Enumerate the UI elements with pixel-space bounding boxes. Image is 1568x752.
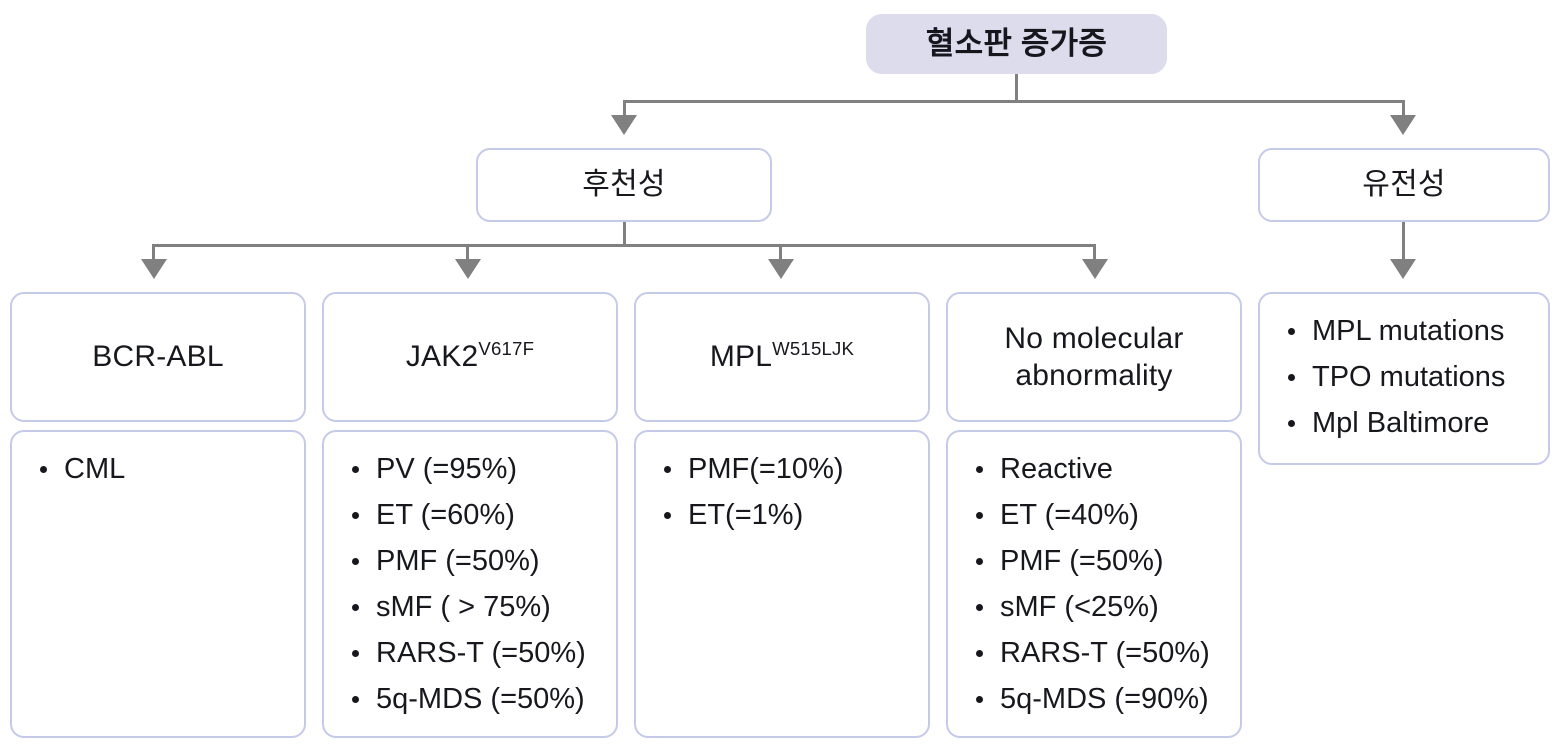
list-item: ET(=1%) <box>658 492 918 538</box>
list-item: Mpl Baltimore <box>1282 400 1538 446</box>
list-item: MPL mutations <box>1282 308 1538 354</box>
node-label-base: JAK2 <box>405 340 479 374</box>
list-item: RARS-T (=50%) <box>970 630 1230 676</box>
list-bcr-abl[interactable]: CML <box>10 430 306 738</box>
list-item: RARS-T (=50%) <box>346 630 606 676</box>
node-acquired[interactable]: 후천성 <box>476 148 772 222</box>
arrow-to-hereditary-list <box>1390 259 1416 279</box>
list-item: TPO mutations <box>1282 354 1538 400</box>
arrow-to-acquired <box>611 115 637 135</box>
connector-root-drop-right <box>1402 100 1405 118</box>
node-bcr-abl[interactable]: BCR-ABL <box>10 292 306 422</box>
list-no-molecular-abnormality[interactable]: Reactive ET (=40%) PMF (=50%) sMF (<25%)… <box>946 430 1242 738</box>
arrow-to-jak2 <box>455 259 481 279</box>
list-item: CML <box>34 446 294 492</box>
arrow-to-mpl <box>768 259 794 279</box>
node-label: 후천성 <box>582 168 666 202</box>
list-items: Reactive ET (=40%) PMF (=50%) sMF (<25%)… <box>970 446 1230 722</box>
list-jak2[interactable]: PV (=95%) ET (=60%) PMF (=50%) sMF ( > 7… <box>322 430 618 738</box>
node-thrombocytosis-root[interactable]: 혈소판 증가증 <box>866 14 1167 74</box>
node-label-base: BCR-ABL <box>92 340 224 374</box>
list-item: ET (=60%) <box>346 492 606 538</box>
connector-root-stem <box>1015 74 1018 102</box>
connector-acquired-drop-2 <box>466 244 469 262</box>
connector-root-horizontal <box>623 100 1405 103</box>
list-items: MPL mutations TPO mutations Mpl Baltimor… <box>1282 308 1538 446</box>
connector-acquired-drop-4 <box>1093 244 1096 262</box>
node-label: 혈소판 증가증 <box>925 25 1108 61</box>
node-label: BCR-ABL <box>92 338 223 376</box>
node-label-superscript: V617F <box>478 338 535 360</box>
node-label-base: MPL <box>709 340 773 374</box>
list-items: CML <box>34 446 294 492</box>
list-mpl[interactable]: PMF(=10%) ET(=1%) <box>634 430 930 738</box>
list-item: sMF ( > 75%) <box>346 584 606 630</box>
connector-acquired-stem <box>623 222 626 246</box>
node-label: JAK2V617F <box>406 338 534 376</box>
list-item: Reactive <box>970 446 1230 492</box>
node-mpl[interactable]: MPLW515LJK <box>634 292 930 422</box>
list-item: PMF (=50%) <box>970 538 1230 584</box>
list-item: 5q-MDS (=90%) <box>970 676 1230 722</box>
connector-acquired-drop-1 <box>152 244 155 262</box>
node-label-base: No molecular abnormality <box>1004 321 1184 393</box>
node-no-molecular-abnormality[interactable]: No molecular abnormality <box>946 292 1242 422</box>
node-jak2[interactable]: JAK2V617F <box>322 292 618 422</box>
list-item: PV (=95%) <box>346 446 606 492</box>
list-item: PMF (=50%) <box>346 538 606 584</box>
arrow-to-hereditary <box>1390 115 1416 135</box>
list-items: PMF(=10%) ET(=1%) <box>658 446 918 538</box>
node-hereditary[interactable]: 유전성 <box>1258 148 1550 222</box>
list-hereditary[interactable]: MPL mutations TPO mutations Mpl Baltimor… <box>1258 292 1550 465</box>
node-label: No molecular abnormality <box>969 320 1219 395</box>
connector-acquired-horizontal <box>152 244 1096 247</box>
node-label: 유전성 <box>1362 168 1446 202</box>
list-item: ET (=40%) <box>970 492 1230 538</box>
list-items: PV (=95%) ET (=60%) PMF (=50%) sMF ( > 7… <box>346 446 606 722</box>
list-item: 5q-MDS (=50%) <box>346 676 606 722</box>
connector-acquired-drop-3 <box>779 244 782 262</box>
list-item: PMF(=10%) <box>658 446 918 492</box>
arrow-to-bcr-abl <box>141 259 167 279</box>
connector-root-drop-left <box>623 100 626 118</box>
node-label-superscript: W515LJK <box>772 338 855 360</box>
node-label: MPLW515LJK <box>710 338 854 376</box>
arrow-to-no-molecular <box>1082 259 1108 279</box>
list-item: sMF (<25%) <box>970 584 1230 630</box>
connector-hereditary-stem <box>1402 222 1405 262</box>
